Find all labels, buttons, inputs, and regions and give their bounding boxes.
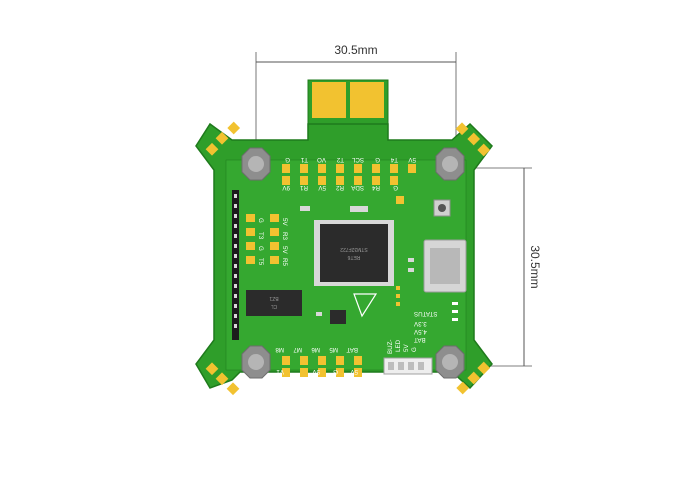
vertical-dimension-label: 30.5mm	[528, 245, 542, 288]
mcu-chip: STM32F722 RET6	[314, 220, 394, 286]
silk-bottom-4: BAT	[346, 346, 358, 353]
silk-bottom-low-3: 5V	[350, 368, 358, 375]
boot-button[interactable]	[433, 199, 451, 217]
silk-bottom-low-2: G	[333, 368, 338, 375]
silk-top-3: T2	[336, 156, 344, 163]
silk-bottom-3: M5	[329, 346, 338, 353]
triangle-logo-icon	[353, 293, 378, 318]
status-label-2: 4.5V	[413, 328, 427, 335]
mcu-marking-0: STM32F722	[340, 246, 368, 252]
silk-top-5: G	[375, 156, 380, 163]
silk-top-low-4: SDA	[350, 184, 364, 191]
standoff-top-right	[435, 147, 465, 181]
corner-pads	[205, 121, 491, 396]
silk-bottom-low-0: V1	[276, 368, 284, 375]
silk-top-low-1: R1	[300, 184, 308, 191]
status-label-0: STATUS	[414, 310, 438, 317]
mcu-marking-1: RET6	[347, 254, 360, 260]
left-pad-grid: 5V R3 5V R5 G T3 G T5	[246, 214, 288, 266]
standoff-bottom-left	[241, 345, 271, 379]
horizontal-dimension-label: 30.5mm	[334, 43, 377, 57]
buzzer-label-0: BUZ-	[387, 340, 394, 354]
silk-bottom-2: M6	[311, 346, 320, 353]
horizontal-dimension: 30.5mm	[255, 43, 457, 160]
silk-top-6: T4	[390, 156, 398, 163]
top-pad-row: G T1 VO T2 SCL G T4 5V 9V R1 5V R2 SDA R…	[282, 156, 416, 191]
silk-bottom-0: M8	[275, 346, 284, 353]
status-label-3: BAT	[414, 336, 426, 343]
silk-top-low-6: G	[393, 184, 398, 191]
status-area: STATUS 3.3V 4.5V BAT	[396, 286, 458, 343]
standoff-top-left	[241, 147, 271, 181]
buzzer-label-1: LED	[395, 339, 402, 352]
buzzer-label-2: 5V	[403, 344, 410, 352]
buzzer-label-3: G	[411, 347, 418, 352]
gyro-marking-0: BZ1	[269, 295, 278, 301]
silk-top-0: G	[285, 156, 290, 163]
silk-left-0: 5V	[281, 218, 288, 226]
silk-left-3: T3	[257, 232, 264, 240]
silk-left-5: R5	[281, 258, 288, 266]
silk-top-2: VO	[317, 156, 326, 163]
buzzer-connector[interactable]: BUZ- LED 5V G	[383, 339, 433, 375]
vertical-dimension: 30.5mm	[462, 167, 542, 367]
silk-left-2: G	[257, 218, 264, 223]
secondary-chip: BZ1 CL	[246, 290, 302, 316]
left-connector	[232, 190, 239, 340]
bottom-pad-row: M8 M7 M6 M5 BAT V1 5V G 5V	[275, 346, 362, 377]
silk-bottom-low-1: 5V	[312, 368, 320, 375]
silk-top-7: 5V	[408, 156, 416, 163]
status-label-1: 3.3V	[413, 320, 427, 327]
silk-top-low-5: R4	[372, 184, 380, 191]
usb-connector[interactable]	[423, 239, 467, 293]
gyro-marking-1: CL	[271, 303, 278, 309]
silk-bottom-1: M7	[293, 346, 302, 353]
silk-top-low-2: 5V	[318, 184, 326, 191]
standoff-bottom-right	[435, 345, 465, 379]
silk-top-1: T1	[300, 156, 308, 163]
silk-left-1: R3	[281, 232, 288, 240]
silk-top-4: SCL	[351, 156, 364, 163]
silk-left-7: T5	[257, 258, 264, 266]
silk-left-6: G	[257, 246, 264, 251]
silk-top-low-3: R2	[336, 184, 344, 191]
silk-left-4: 5V	[281, 246, 288, 254]
silk-top-low-0: 9V	[282, 184, 290, 191]
small-components	[300, 196, 414, 324]
